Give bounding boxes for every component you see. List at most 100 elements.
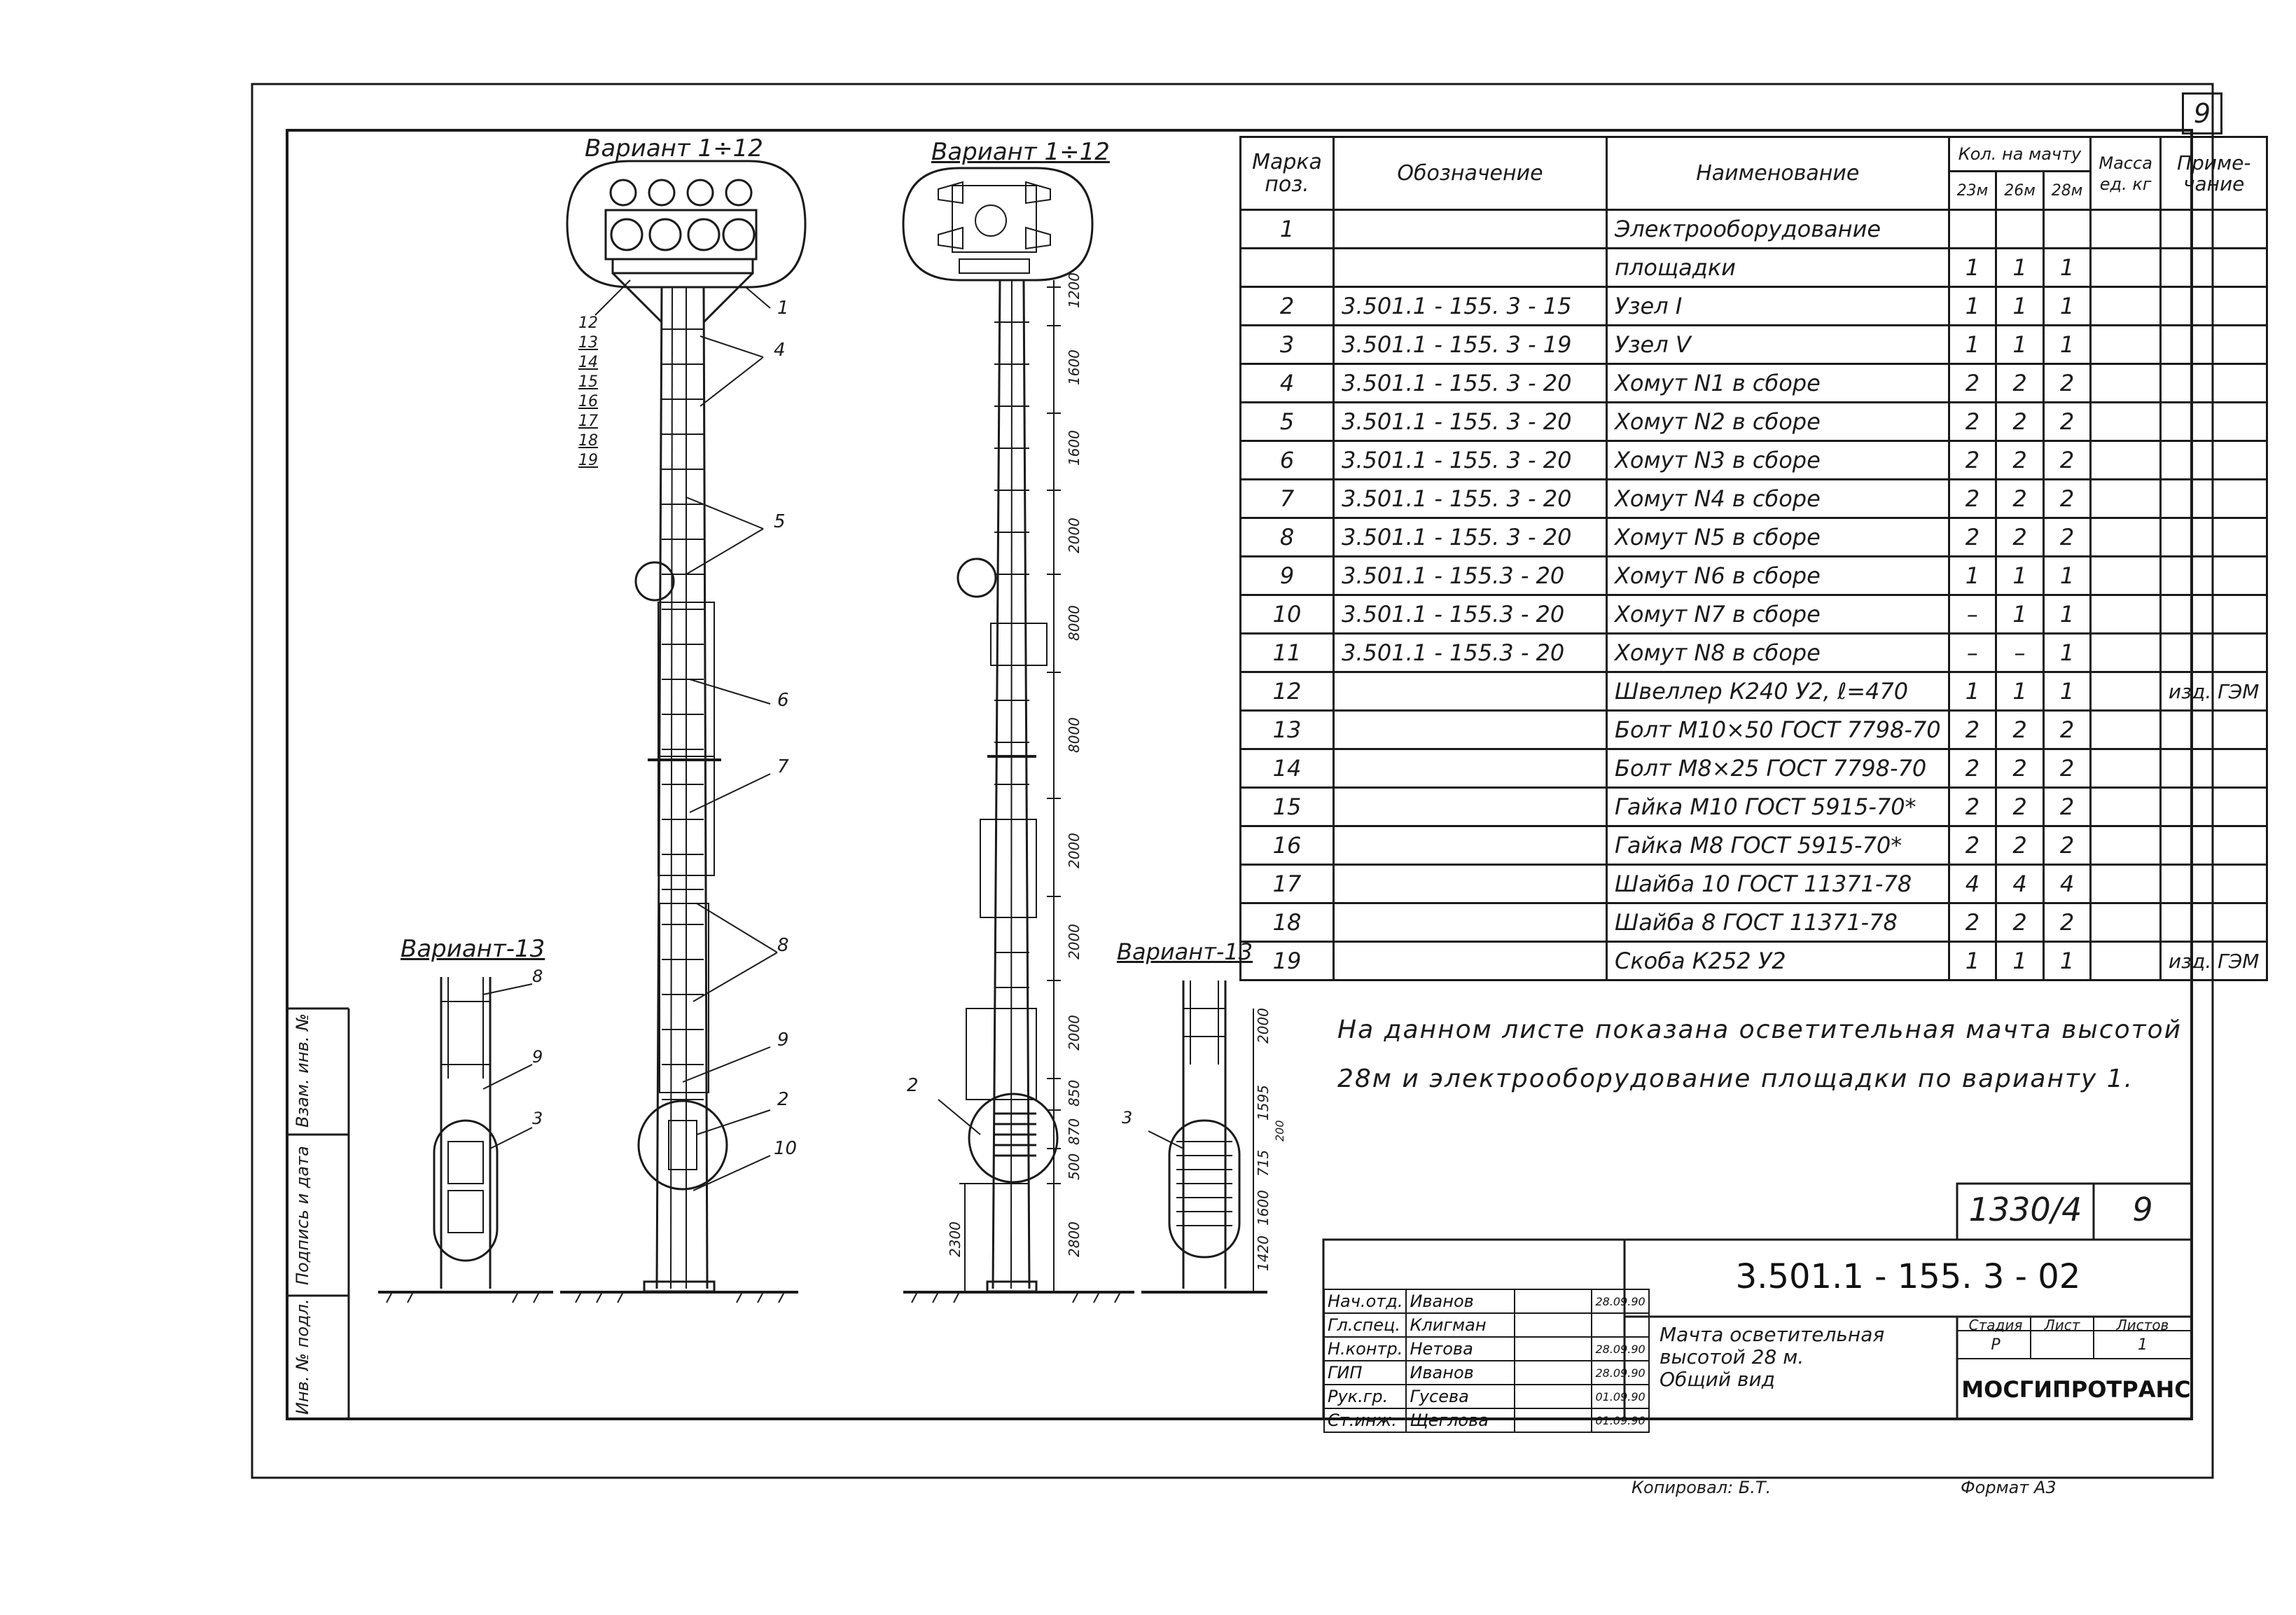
dim-v13-1420: 1420 <box>1255 1235 1272 1271</box>
spec-cell-mark: 8 <box>1239 517 1335 557</box>
signature-sign <box>1514 1289 1593 1314</box>
callout-list-item: 16 <box>578 393 598 410</box>
spec-cell-name: Шайба 8 ГОСТ 11371-78 <box>1606 902 1950 943</box>
spec-cell-note <box>2159 709 2269 750</box>
spec-cell-mark: 12 <box>1239 671 1335 712</box>
spec-cell-qty-23: 2 <box>1947 517 1998 557</box>
dim-2800: 2800 <box>1066 1221 1083 1257</box>
view-label-variant-13-left: Вариант-13 <box>401 935 545 963</box>
signature-row: Гл.спец.Клигман <box>1323 1312 1650 1338</box>
spec-cell-name: Хомут N2 в сборе <box>1606 401 1950 442</box>
header-name: Наименование <box>1606 136 1950 211</box>
callout-list-item: 18 <box>578 432 598 450</box>
spec-cell-name: Хомут N7 в сборе <box>1606 594 1950 635</box>
dim-850: 850 <box>1066 1079 1083 1107</box>
drawing-title-line: Общий вид <box>1660 1368 1776 1391</box>
spec-cell-note <box>2159 632 2269 673</box>
callout-list-12-19: 12 13 14 15 16 17 18 19 <box>578 314 598 471</box>
spec-cell-qty-23: 2 <box>1947 709 1998 750</box>
spec-cell-mark: 4 <box>1239 363 1335 403</box>
callout-9: 9 <box>777 1030 789 1051</box>
spec-cell-name: Гайка М10 ГОСТ 5915-70* <box>1606 786 1950 827</box>
spec-cell-name: Хомут N1 в сборе <box>1606 363 1950 403</box>
spec-cell-note <box>2159 401 2269 442</box>
format-label: Формат А3 <box>1961 1478 2057 1497</box>
spec-cell-name: Болт М10×50 ГОСТ 7798-70 <box>1606 709 1950 750</box>
spec-cell-designation: 3.501.1 - 155. 3 - 20 <box>1333 517 1608 557</box>
spec-cell-mark: 16 <box>1239 825 1335 866</box>
spec-cell-mark: 1 <box>1239 209 1335 249</box>
signature-name: Щеглова <box>1405 1408 1516 1433</box>
dim-8000-b: 8000 <box>1066 717 1083 753</box>
dim-v13-1600: 1600 <box>1255 1190 1272 1226</box>
callout-8: 8 <box>777 935 789 956</box>
spec-cell-mark: 19 <box>1239 941 1335 981</box>
spec-cell-qty-28: 1 <box>2042 324 2092 365</box>
signature-sign <box>1514 1336 1593 1361</box>
sheets-value: 1 <box>2138 1336 2148 1354</box>
specification-table: Марка поз. Обозначение Наименование Кол.… <box>1239 136 2269 981</box>
header-qty-group: Кол. на мачту <box>1947 136 2092 172</box>
sheet-number: 9 <box>2182 92 2222 134</box>
spec-cell-qty-26: 1 <box>1995 324 2045 365</box>
callout-7: 7 <box>777 756 789 777</box>
spec-cell-designation: 3.501.1 - 155.3 - 20 <box>1333 632 1608 673</box>
archive-sheet: 9 <box>2132 1191 2153 1228</box>
spec-cell-mark: 14 <box>1239 748 1335 789</box>
spec-cell-note <box>2159 825 2269 866</box>
spec-cell-qty-28: 2 <box>2042 825 2092 866</box>
spec-cell-qty-28: 1 <box>2042 555 2092 596</box>
spec-cell-qty-28: 2 <box>2042 902 2092 943</box>
copied-by: Копировал: Б.Т. <box>1631 1478 1772 1497</box>
spec-cell-qty-23: 1 <box>1947 941 1998 981</box>
spec-cell-mass <box>2089 786 2162 827</box>
signature-sign <box>1514 1408 1593 1433</box>
spec-cell-mark: 5 <box>1239 401 1335 442</box>
spec-cell-designation: 3.501.1 - 155.3 - 20 <box>1333 594 1608 635</box>
spec-cell-qty-26: 2 <box>1995 478 2045 519</box>
spec-cell-mass <box>2089 286 2162 326</box>
note-line-2: 28м и электрооборудование площадки по ва… <box>1337 1065 2134 1093</box>
spec-cell-note <box>2159 594 2269 635</box>
spec-cell-note <box>2159 902 2269 943</box>
spec-cell-name: Хомут N4 в сборе <box>1606 478 1950 519</box>
signature-role: Ст.инж. <box>1323 1408 1407 1433</box>
drawing-title-line: высотой 28 м. <box>1660 1345 1804 1368</box>
spec-cell-name: площадки <box>1606 247 1950 288</box>
spec-cell-mass <box>2089 247 2162 288</box>
signature-sign <box>1514 1384 1593 1409</box>
spec-cell-designation <box>1333 671 1608 712</box>
dim-2000-c: 2000 <box>1066 924 1083 959</box>
callout-6: 6 <box>777 690 789 711</box>
spec-cell-qty-26: 2 <box>1995 401 2045 442</box>
spec-cell-qty-26: 2 <box>1995 902 2045 943</box>
callout-list-item: 14 <box>578 354 598 371</box>
callout-list-item: 19 <box>578 452 598 469</box>
spec-cell-designation <box>1333 709 1608 750</box>
stage-value: Р <box>1991 1336 2001 1354</box>
spec-cell-mass <box>2089 324 2162 365</box>
spec-cell-qty-23: 1 <box>1947 671 1998 712</box>
signature-name: Иванов <box>1405 1360 1516 1385</box>
dim-1200: 1200 <box>1066 272 1083 308</box>
dim-2000-a: 2000 <box>1066 518 1083 553</box>
callout-3-v13: 3 <box>532 1109 543 1128</box>
spec-cell-mark <box>1239 247 1335 288</box>
spec-cell-designation <box>1333 941 1608 981</box>
spec-cell-name: Гайка М8 ГОСТ 5915-70* <box>1606 825 1950 866</box>
side-stamp-inv-no: Инв. № подл. <box>293 1298 312 1415</box>
spec-cell-qty-26: 1 <box>1995 286 2045 326</box>
